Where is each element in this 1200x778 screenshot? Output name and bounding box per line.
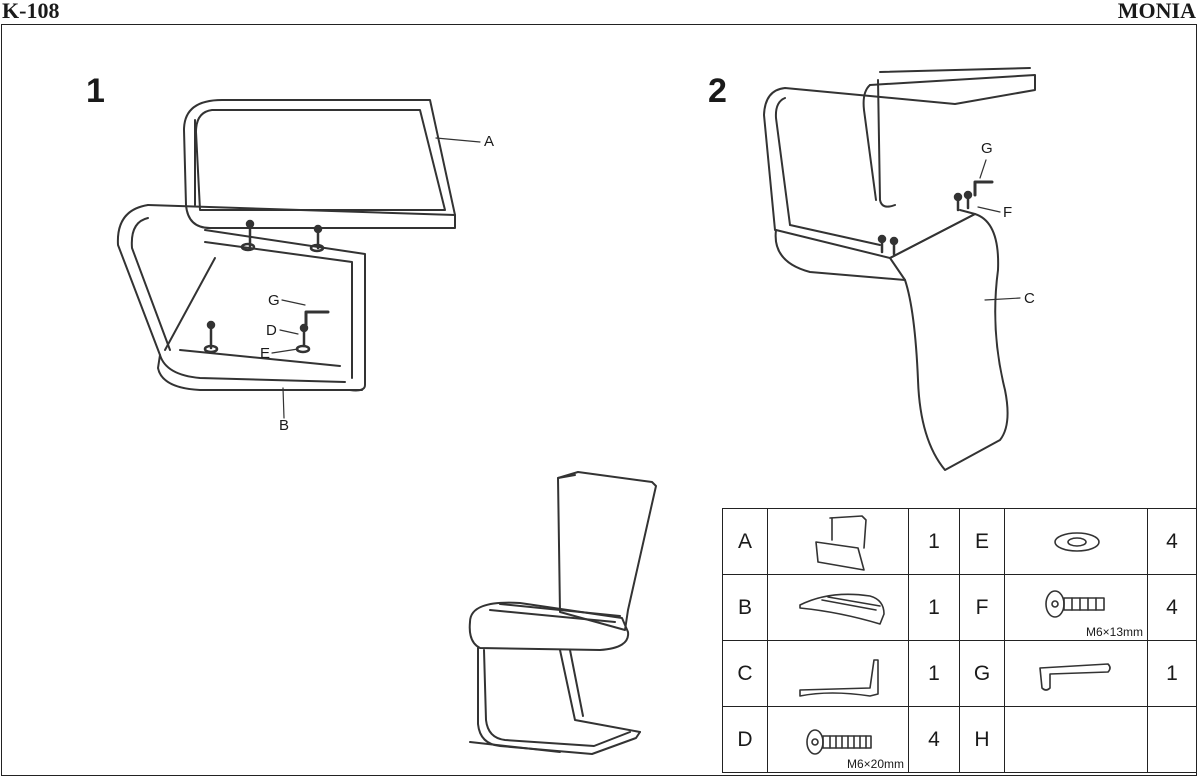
part-letter: E bbox=[959, 508, 1005, 575]
parts-list-table: A 1 E 4 B 1 F M6×13mm 4 C 1 G 1 D M6×20m… bbox=[722, 508, 1197, 773]
part-qty: 4 bbox=[1147, 508, 1197, 575]
part-letter: C bbox=[722, 640, 768, 707]
part-qty: 1 bbox=[1147, 640, 1197, 707]
part-image-backrest-frame bbox=[767, 508, 909, 575]
part-qty: 4 bbox=[908, 706, 960, 773]
step1-leader-lines bbox=[271, 137, 481, 419]
model-name: MONIA bbox=[1117, 0, 1196, 23]
part-qty: 1 bbox=[908, 508, 960, 575]
part-image-allen-key bbox=[1004, 640, 1148, 707]
part-image-empty bbox=[1004, 706, 1148, 773]
part-letter: G bbox=[959, 640, 1005, 707]
parts-row: A 1 E 4 bbox=[722, 508, 1197, 575]
part-qty: 1 bbox=[908, 574, 960, 641]
part-image-back-panel bbox=[767, 640, 909, 707]
part-image-bolt-long: M6×20mm bbox=[767, 706, 909, 773]
callout-e: E bbox=[260, 345, 271, 362]
part-image-seat-cushion bbox=[767, 574, 909, 641]
step1-bolts bbox=[203, 219, 325, 354]
callout-g-step2: G bbox=[981, 140, 993, 157]
callout-f: F bbox=[1003, 204, 1013, 221]
step-number-1: 1 bbox=[86, 72, 105, 110]
part-qty: 1 bbox=[908, 640, 960, 707]
drawing-frame bbox=[1, 24, 1197, 776]
product-code: K-108 bbox=[2, 0, 60, 23]
step2-chair-frame bbox=[763, 67, 1036, 281]
parts-row: B 1 F M6×13mm 4 bbox=[722, 574, 1197, 641]
part-qty bbox=[1147, 706, 1197, 773]
callout-b: B bbox=[279, 417, 290, 434]
part-qty: 4 bbox=[1147, 574, 1197, 641]
parts-row: C 1 G 1 bbox=[722, 640, 1197, 707]
step2-leader-lines bbox=[977, 159, 1021, 301]
part-letter: A bbox=[722, 508, 768, 575]
part-letter: H bbox=[959, 706, 1005, 773]
finished-chair bbox=[468, 471, 657, 755]
step1-allen-key bbox=[304, 310, 330, 327]
callout-a: A bbox=[484, 133, 495, 150]
step2-back-panel bbox=[889, 213, 1009, 471]
part-letter: D bbox=[722, 706, 768, 773]
callout-d: D bbox=[266, 322, 277, 339]
part-image-bolt-short: M6×13mm bbox=[1004, 574, 1148, 641]
part-letter: F bbox=[959, 574, 1005, 641]
part-letter: B bbox=[722, 574, 768, 641]
callout-c: C bbox=[1024, 290, 1035, 307]
step1-chair-frame bbox=[116, 99, 456, 392]
callout-g-step1: G bbox=[268, 292, 280, 309]
part-image-washer bbox=[1004, 508, 1148, 575]
step-number-2: 2 bbox=[708, 72, 727, 110]
step2-allen-key bbox=[973, 180, 994, 197]
part-spec: M6×20mm bbox=[846, 757, 904, 771]
parts-row: D M6×20mm 4 H bbox=[722, 706, 1197, 773]
part-spec: M6×13mm bbox=[1085, 625, 1143, 639]
step2-bolts bbox=[877, 190, 973, 256]
